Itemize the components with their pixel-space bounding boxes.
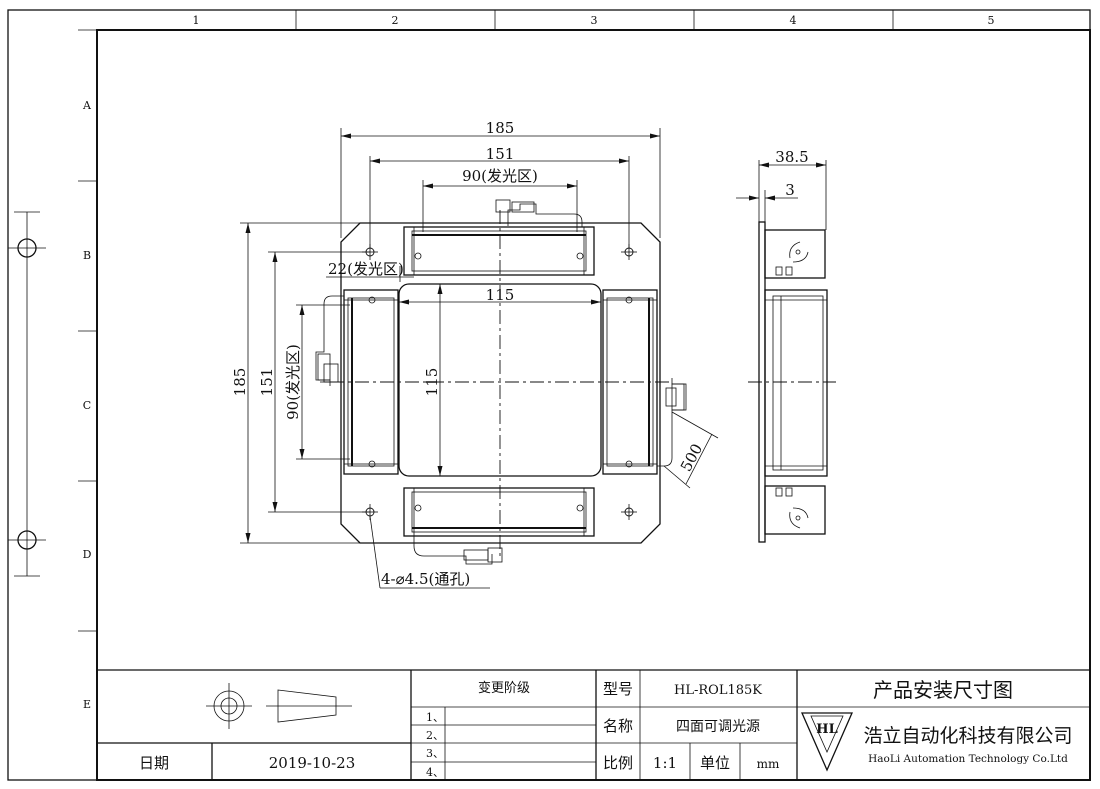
change-row-label: 1、 <box>426 711 444 724</box>
change-stage-header: 变更阶级 <box>478 680 530 696</box>
change-row-label: 3、 <box>426 747 444 760</box>
column-label: 2 <box>392 14 399 27</box>
projection-symbol <box>206 683 352 729</box>
drawing-title: 产品安装尺寸图 <box>873 678 1013 702</box>
binder-holes <box>8 211 46 577</box>
company-logo: HL <box>801 712 853 772</box>
change-row-label: 4、 <box>426 766 444 779</box>
name-value: 四面可调光源 <box>676 719 760 735</box>
dimension-hole-spacing-x: 151 <box>486 145 515 163</box>
dimension-overall-width: 185 <box>486 119 515 137</box>
light-bar-bottom <box>403 487 595 565</box>
mounting-hole <box>621 504 637 520</box>
side-dimensions: 38.5 3 <box>736 148 827 230</box>
column-labels: 1 2 3 4 5 <box>193 14 995 27</box>
row-label: B <box>83 249 91 262</box>
row-label: E <box>83 698 91 711</box>
scale-value: 1:1 <box>653 754 677 772</box>
company-name-cn: 浩立自动化科技有限公司 <box>863 725 1072 747</box>
model-value: HL-ROL185K <box>674 683 762 698</box>
row-label: C <box>83 399 91 412</box>
row-labels: A B C D E <box>82 99 92 711</box>
date-value: 2019-10-23 <box>269 754 355 772</box>
name-label: 名称 <box>603 717 633 735</box>
company-name-en: HaoLi Automation Technology Co.Ltd <box>868 753 1068 765</box>
light-bar-right <box>602 289 687 475</box>
dimension-emit-width: 90(发光区) <box>462 167 538 185</box>
front-view <box>315 199 687 565</box>
dimension-emit-height: 90(发光区) <box>284 344 302 420</box>
scale-label: 比例 <box>603 754 633 772</box>
dimension-inner-height: 115 <box>423 368 441 397</box>
dimension-side-thickness: 3 <box>785 181 795 199</box>
dimension-emit-depth: 22(发光区) <box>328 260 404 278</box>
column-label: 1 <box>193 14 200 27</box>
drawing-frame <box>7 9 1091 781</box>
dimension-side-depth: 38.5 <box>775 148 808 166</box>
column-label: 5 <box>988 14 995 27</box>
light-bar-left <box>315 289 399 475</box>
side-view <box>748 221 836 543</box>
date-label: 日期 <box>139 754 169 772</box>
holes-note: 4-⌀4.5(通孔) <box>381 570 470 588</box>
row-label: A <box>82 99 92 112</box>
dimension-inner-width: 115 <box>486 286 515 304</box>
dimension-hole-spacing-y: 151 <box>258 368 276 397</box>
svg-text:HL: HL <box>816 722 837 737</box>
column-label: 4 <box>790 14 797 27</box>
change-row-label: 2、 <box>426 729 444 742</box>
title-block: 变更阶级 1、 2、 3、 4、 日期 2019-10-23 型号 HL-ROL… <box>97 669 1090 780</box>
unit-value: mm <box>757 757 780 771</box>
row-label: D <box>83 548 92 561</box>
model-label: 型号 <box>603 680 633 698</box>
column-label: 3 <box>591 14 598 27</box>
dimension-cable-length: 500 <box>677 441 706 475</box>
dimension-overall-height: 185 <box>231 368 249 397</box>
unit-label: 单位 <box>700 754 730 772</box>
front-dimensions: 185 151 90(发光区) 22(发光区) 115 115 <box>231 119 719 589</box>
light-bar-top <box>403 199 595 276</box>
